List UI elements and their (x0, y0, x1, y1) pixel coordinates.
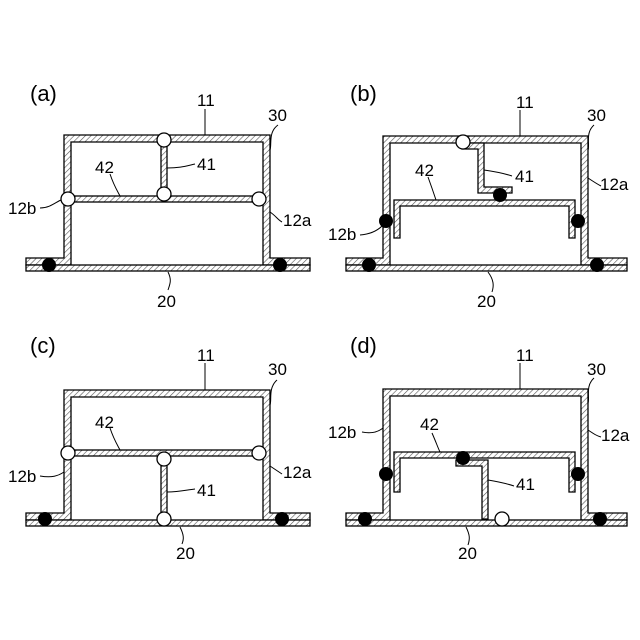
base-plate (26, 265, 310, 271)
joint-open (157, 187, 171, 201)
joint-fixed (456, 451, 470, 465)
joint-open (252, 192, 266, 206)
label-right-wall: 12a (283, 463, 312, 482)
label-housing: 30 (587, 360, 606, 379)
panel-label: (b) (350, 81, 377, 106)
label-housing: 30 (587, 106, 606, 125)
joint-fixed (590, 258, 604, 272)
joint-open (61, 192, 75, 206)
joint-fixed (379, 214, 393, 228)
label-top: 11 (197, 91, 215, 110)
beam-member (394, 200, 575, 238)
label-post: 41 (197, 155, 216, 174)
label-post: 41 (197, 481, 216, 500)
joint-open (157, 512, 171, 526)
joint-fixed (593, 512, 607, 526)
label-left-wall: 12b (8, 467, 36, 486)
joint-fixed (379, 467, 393, 481)
label-beam: 42 (95, 158, 114, 177)
joint-fixed (571, 214, 585, 228)
label-beam: 42 (420, 415, 439, 434)
label-base: 20 (458, 544, 477, 563)
joint-open (157, 452, 171, 466)
joint-open (61, 446, 75, 460)
label-base: 20 (176, 544, 195, 563)
panel-d: (d) 11 30 42 41 12b 12a 20 (328, 333, 630, 563)
joint-fixed (273, 258, 287, 272)
label-beam: 42 (95, 413, 114, 432)
panel-label: (c) (30, 333, 56, 358)
joint-fixed (358, 512, 372, 526)
base-plate (346, 265, 627, 271)
label-beam: 42 (415, 161, 434, 180)
panel-c: (c) 11 30 42 41 12b 12a 20 (8, 333, 312, 563)
post-member (161, 141, 167, 194)
label-housing: 30 (268, 106, 287, 125)
label-left-wall: 12b (328, 225, 356, 244)
joint-fixed (571, 467, 585, 481)
panel-b: (b) 11 30 42 41 12b 12a 20 (328, 81, 629, 311)
label-base: 20 (157, 292, 176, 311)
joint-open (495, 512, 509, 526)
label-right-wall: 12a (283, 211, 312, 230)
panel-a: (a) 11 30 42 41 12b 12a 20 (8, 81, 312, 311)
label-post: 41 (516, 475, 535, 494)
label-base: 20 (477, 292, 496, 311)
post-member (161, 459, 167, 519)
joint-fixed (38, 512, 52, 526)
label-top: 11 (197, 346, 215, 365)
label-left-wall: 12b (8, 199, 36, 218)
joint-open (456, 135, 470, 149)
base-plate (346, 520, 627, 526)
label-left-wall: 12b (328, 423, 356, 442)
joint-fixed (42, 258, 56, 272)
joint-fixed (362, 258, 376, 272)
panel-label: (d) (350, 333, 377, 358)
label-housing: 30 (268, 360, 287, 379)
joint-open (157, 133, 171, 147)
joint-fixed (493, 188, 507, 202)
label-post: 41 (515, 167, 534, 186)
label-top: 11 (516, 93, 534, 112)
label-top: 11 (516, 346, 534, 365)
joint-open (252, 446, 266, 460)
label-right-wall: 12a (600, 175, 629, 194)
joint-fixed (275, 512, 289, 526)
post-member (462, 143, 512, 193)
post-member (456, 460, 488, 519)
label-right-wall: 12a (601, 426, 630, 445)
panel-label: (a) (30, 81, 57, 106)
